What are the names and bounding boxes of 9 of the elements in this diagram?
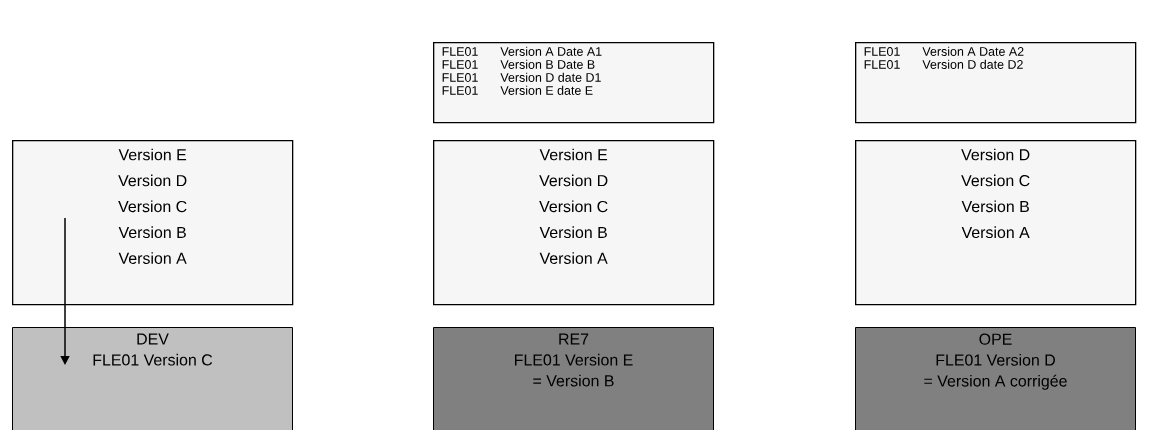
version-list-box: Version E Version D Version C Version B Version A — [12, 140, 294, 306]
environment-box: OPE FLE01 Version D = Version A corrigée — [855, 327, 1136, 430]
environment-box: RE7 FLE01 Version E = Version B — [433, 327, 714, 430]
arrow — [60, 217, 70, 365]
environment-box: DEV FLE01 Version C — [12, 327, 293, 430]
version-date-table: FLE01 Version A Date A2 FLE01 Version D date D2 — [855, 42, 1137, 124]
version-date-table: FLE01 Version A Date A1 FLE01 Version B Date B FLE01 Version D date D1 FLE01 Version E date E — [433, 42, 715, 124]
version-list-box: Version E Version D Version C Version B Version A — [433, 140, 715, 306]
version-list-box: Version D Version C Version B Version A — [855, 140, 1137, 306]
